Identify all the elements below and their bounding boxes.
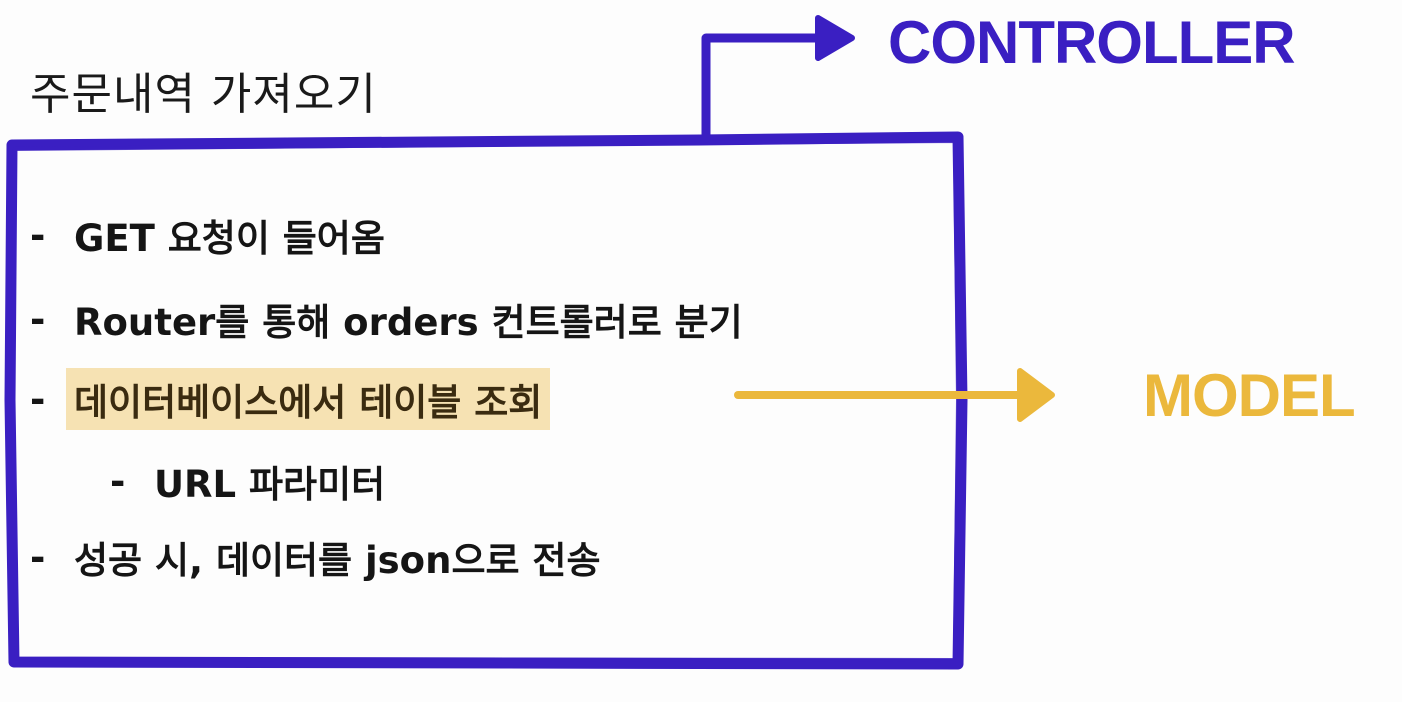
- dash-icon: -: [30, 213, 46, 257]
- controller-label: CONTROLLER: [888, 9, 1296, 76]
- process-box: [4, 131, 968, 670]
- dash-icon: -: [30, 297, 46, 341]
- page-title: 주문내역 가져오기: [30, 69, 377, 120]
- list-item-text: URL 파라미터: [154, 463, 386, 506]
- list-item-text: GET 요청이 들어옴: [74, 217, 385, 260]
- list-item-text: Router를 통해 orders 컨트롤러로 분기: [74, 301, 743, 344]
- list-item: - Router를 통해 orders 컨트롤러로 분기: [30, 292, 743, 346]
- list-item: - 성공 시, 데이터를 json으로 전송: [30, 530, 601, 584]
- dash-icon: -: [110, 459, 126, 503]
- list-item-highlighted: - 데이터베이스에서 테이블 조회: [30, 368, 551, 430]
- dash-icon: -: [30, 535, 46, 579]
- list-item-text: 성공 시, 데이터를 json으로 전송: [74, 539, 601, 582]
- model-arrow: [734, 368, 1055, 422]
- highlighted-text: 데이터베이스에서 테이블 조회: [66, 368, 551, 430]
- list-item: - GET 요청이 들어옴: [30, 208, 385, 262]
- controller-arrow: [701, 15, 855, 143]
- sub-list-item: - URL 파라미터: [110, 454, 385, 508]
- dash-icon: -: [30, 377, 46, 421]
- model-label: MODEL: [1143, 362, 1356, 429]
